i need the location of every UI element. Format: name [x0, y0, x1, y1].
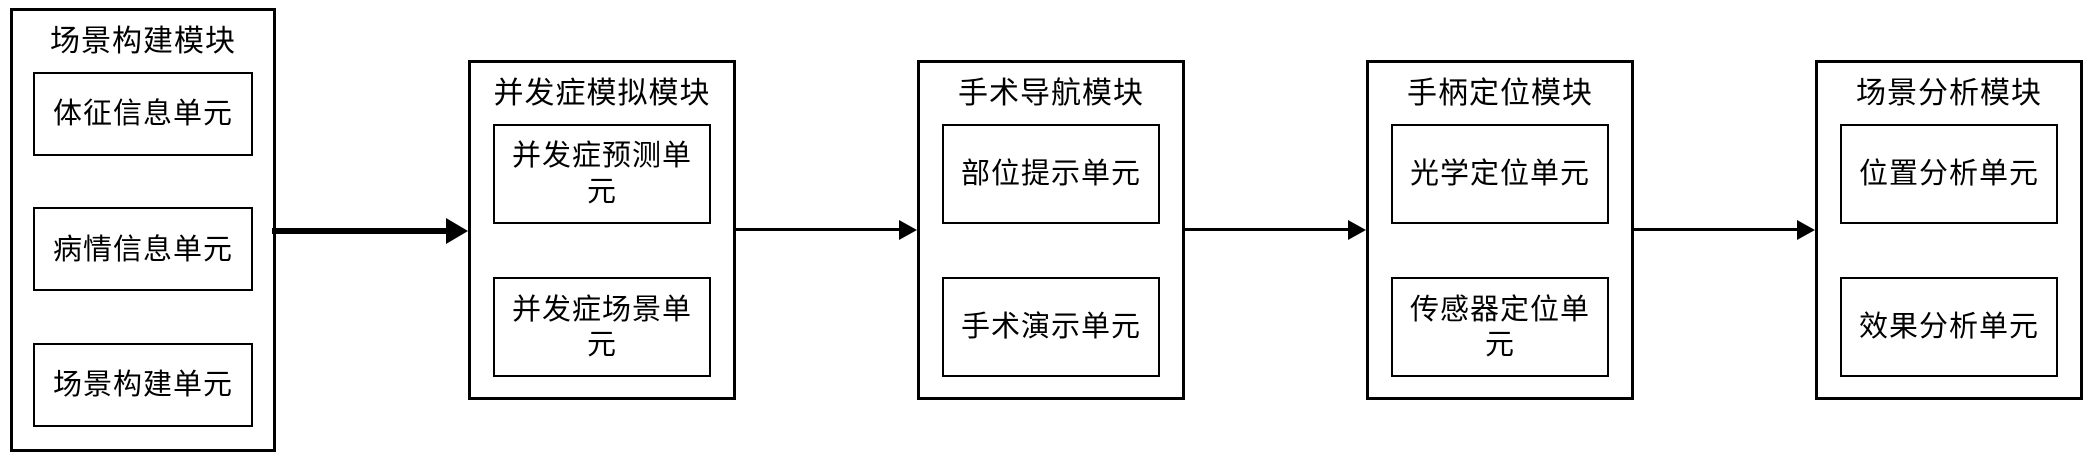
unit-optical-positioning[interactable]: 光学定位单元: [1391, 123, 1609, 224]
module-surgical-navigation[interactable]: 手术导航模块 部位提示单元 手术演示单元: [917, 60, 1185, 400]
arrow-shaft: [1634, 228, 1798, 231]
module-scene-construction[interactable]: 场景构建模块 体征信息单元 病情信息单元 场景构建单元: [10, 8, 276, 452]
module-title: 并发症模拟模块: [493, 76, 711, 111]
module-title: 场景构建模块: [50, 24, 236, 59]
module-title: 场景分析模块: [1856, 76, 2042, 111]
unit-list: 体征信息单元 病情信息单元 场景构建单元: [13, 71, 273, 450]
unit-position-analysis[interactable]: 位置分析单元: [1840, 123, 2058, 224]
unit-surgery-demo[interactable]: 手术演示单元: [942, 277, 1160, 377]
unit-site-prompt[interactable]: 部位提示单元: [942, 123, 1160, 224]
module-complication-simulation[interactable]: 并发症模拟模块 并发症预测单元 并发症场景单元: [468, 60, 736, 400]
unit-scene-construction[interactable]: 场景构建单元: [33, 343, 253, 427]
unit-sensor-positioning[interactable]: 传感器定位单元: [1391, 277, 1609, 377]
arrow-shaft: [272, 228, 448, 234]
arrow-head: [446, 218, 468, 244]
arrow-shaft: [1185, 228, 1349, 231]
unit-list: 并发症预测单元 并发症场景单元: [471, 123, 733, 398]
module-title: 手术导航模块: [958, 76, 1144, 111]
module-scene-analysis[interactable]: 场景分析模块 位置分析单元 效果分析单元: [1815, 60, 2083, 400]
unit-complication-prediction[interactable]: 并发症预测单元: [493, 123, 711, 224]
unit-list: 部位提示单元 手术演示单元: [920, 123, 1182, 398]
module-title: 手柄定位模块: [1407, 76, 1593, 111]
unit-complication-scene[interactable]: 并发症场景单元: [493, 277, 711, 377]
arrow-head: [1797, 220, 1815, 240]
arrow-head: [899, 220, 917, 240]
unit-list: 光学定位单元 传感器定位单元: [1369, 123, 1631, 398]
arrow-shaft: [736, 228, 900, 231]
arrow-head: [1348, 220, 1366, 240]
module-handle-positioning[interactable]: 手柄定位模块 光学定位单元 传感器定位单元: [1366, 60, 1634, 400]
unit-list: 位置分析单元 效果分析单元: [1818, 123, 2080, 398]
unit-vital-sign-info[interactable]: 体征信息单元: [33, 71, 253, 156]
unit-effect-analysis[interactable]: 效果分析单元: [1840, 277, 2058, 377]
unit-condition-info[interactable]: 病情信息单元: [33, 207, 253, 292]
